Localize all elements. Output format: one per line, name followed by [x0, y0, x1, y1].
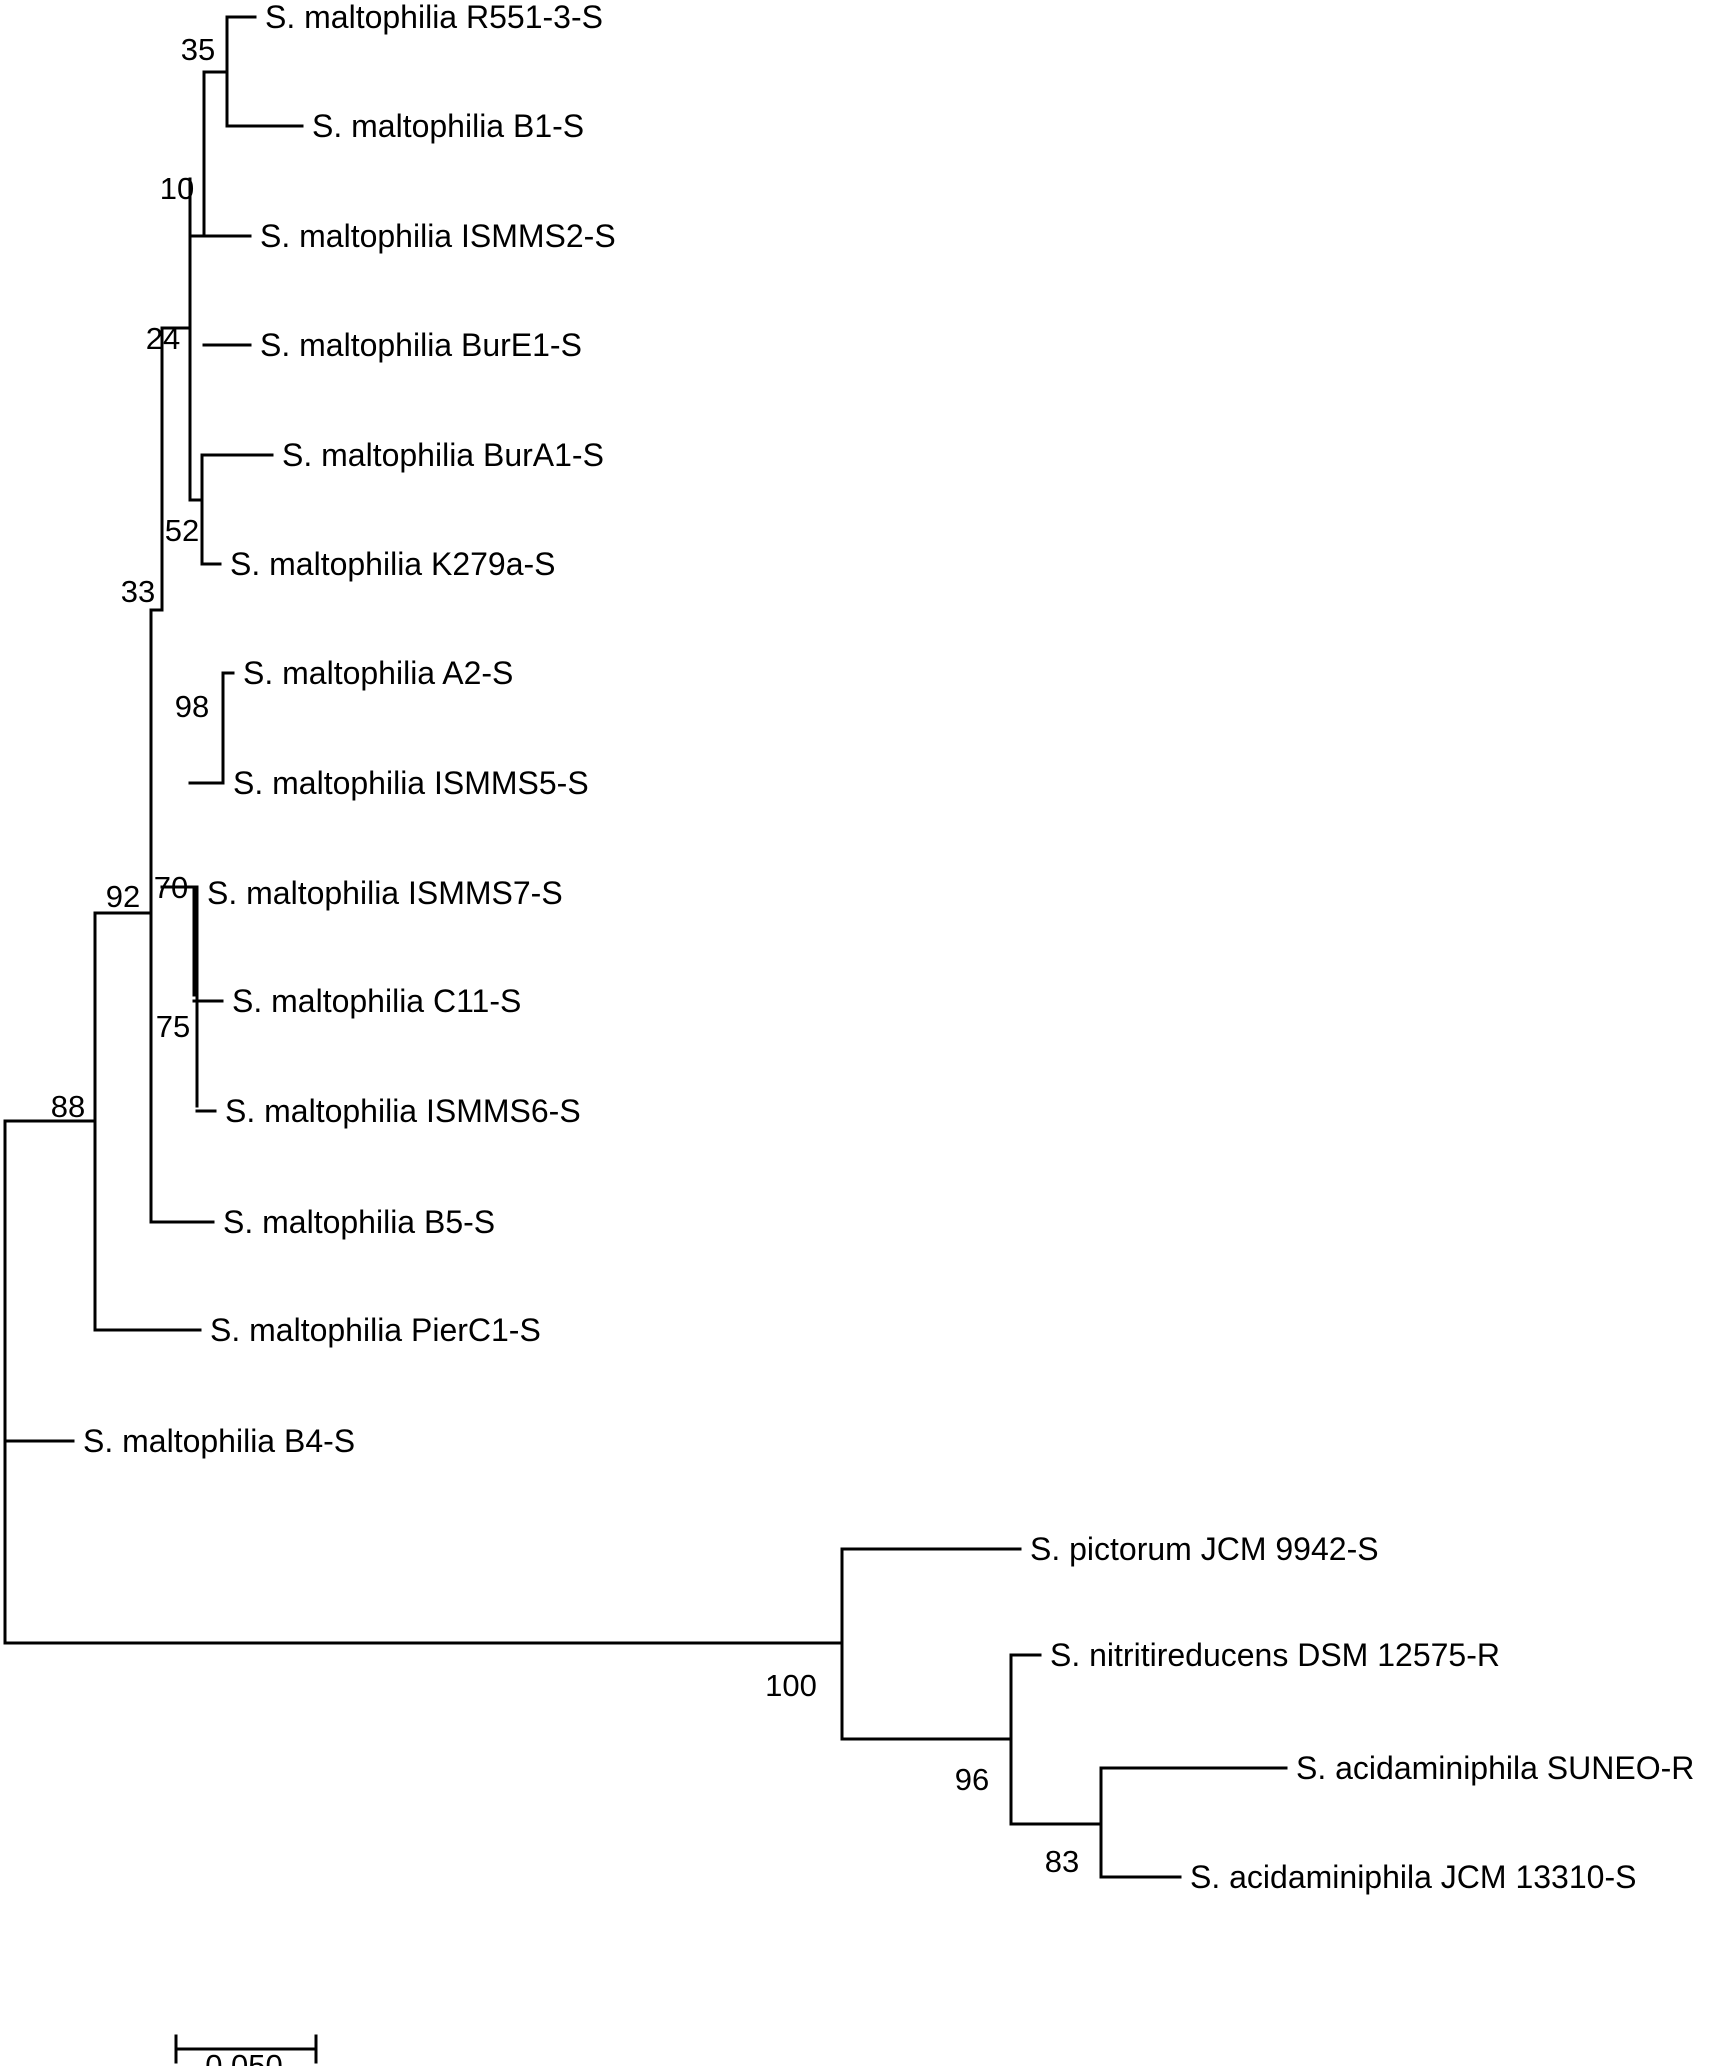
taxon-label: S. maltophilia ISMMS6-S	[225, 1093, 581, 1129]
taxon-label: S. maltophilia R551-3-S	[265, 0, 603, 35]
bootstrap-value: 33	[121, 574, 155, 609]
taxon-label: S. maltophilia C11-S	[232, 983, 521, 1019]
bootstrap-value: 98	[175, 689, 209, 724]
taxon-label: S. maltophilia PierC1-S	[210, 1312, 541, 1348]
taxon-label: S. maltophilia BurA1-S	[282, 437, 604, 473]
bootstrap-value: 35	[181, 32, 215, 67]
bootstrap-value: 100	[765, 1668, 817, 1703]
taxon-label: S. pictorum JCM 9942-S	[1030, 1531, 1379, 1567]
taxon-label: S. maltophilia K279a-S	[230, 546, 556, 582]
taxon-label: S. maltophilia ISMMS5-S	[233, 765, 589, 801]
bootstrap-value: 83	[1045, 1844, 1079, 1879]
taxon-label: S. acidaminiphila JCM 13310-S	[1190, 1859, 1636, 1895]
scale-bar-label: 0.050	[205, 2048, 283, 2066]
taxon-label: S. acidaminiphila SUNEO-R	[1296, 1750, 1694, 1786]
bootstrap-value: 10	[160, 171, 194, 206]
bootstrap-value: 88	[51, 1089, 85, 1124]
taxon-label: S. maltophilia B4-S	[83, 1423, 355, 1459]
bootstrap-value: 24	[146, 321, 180, 356]
taxon-label: S. maltophilia BurE1-S	[260, 327, 582, 363]
tree-branches	[3, 15, 1288, 1879]
taxon-label: S. nitritireducens DSM 12575-R	[1050, 1637, 1500, 1673]
bootstrap-value: 75	[156, 1009, 190, 1044]
bootstrap-value: 70	[154, 870, 188, 905]
scale-bar: 0.050	[174, 2034, 318, 2066]
taxon-label: S. maltophilia A2-S	[243, 655, 513, 691]
taxon-label: S. maltophilia B1-S	[312, 108, 584, 144]
bootstrap-value: 96	[955, 1762, 989, 1797]
bootstrap-values: 35 10 24 52 33 98 70 75 92 88 100 96 83	[51, 32, 1079, 1879]
bootstrap-value: 52	[165, 513, 199, 548]
taxon-label: S. maltophilia B5-S	[223, 1204, 495, 1240]
taxon-label: S. maltophilia ISMMS7-S	[207, 875, 563, 911]
bootstrap-value: 92	[106, 879, 140, 914]
taxon-label: S. maltophilia ISMMS2-S	[260, 218, 616, 254]
taxon-labels: S. maltophilia R551-3-S S. maltophilia B1…	[83, 0, 1694, 1895]
